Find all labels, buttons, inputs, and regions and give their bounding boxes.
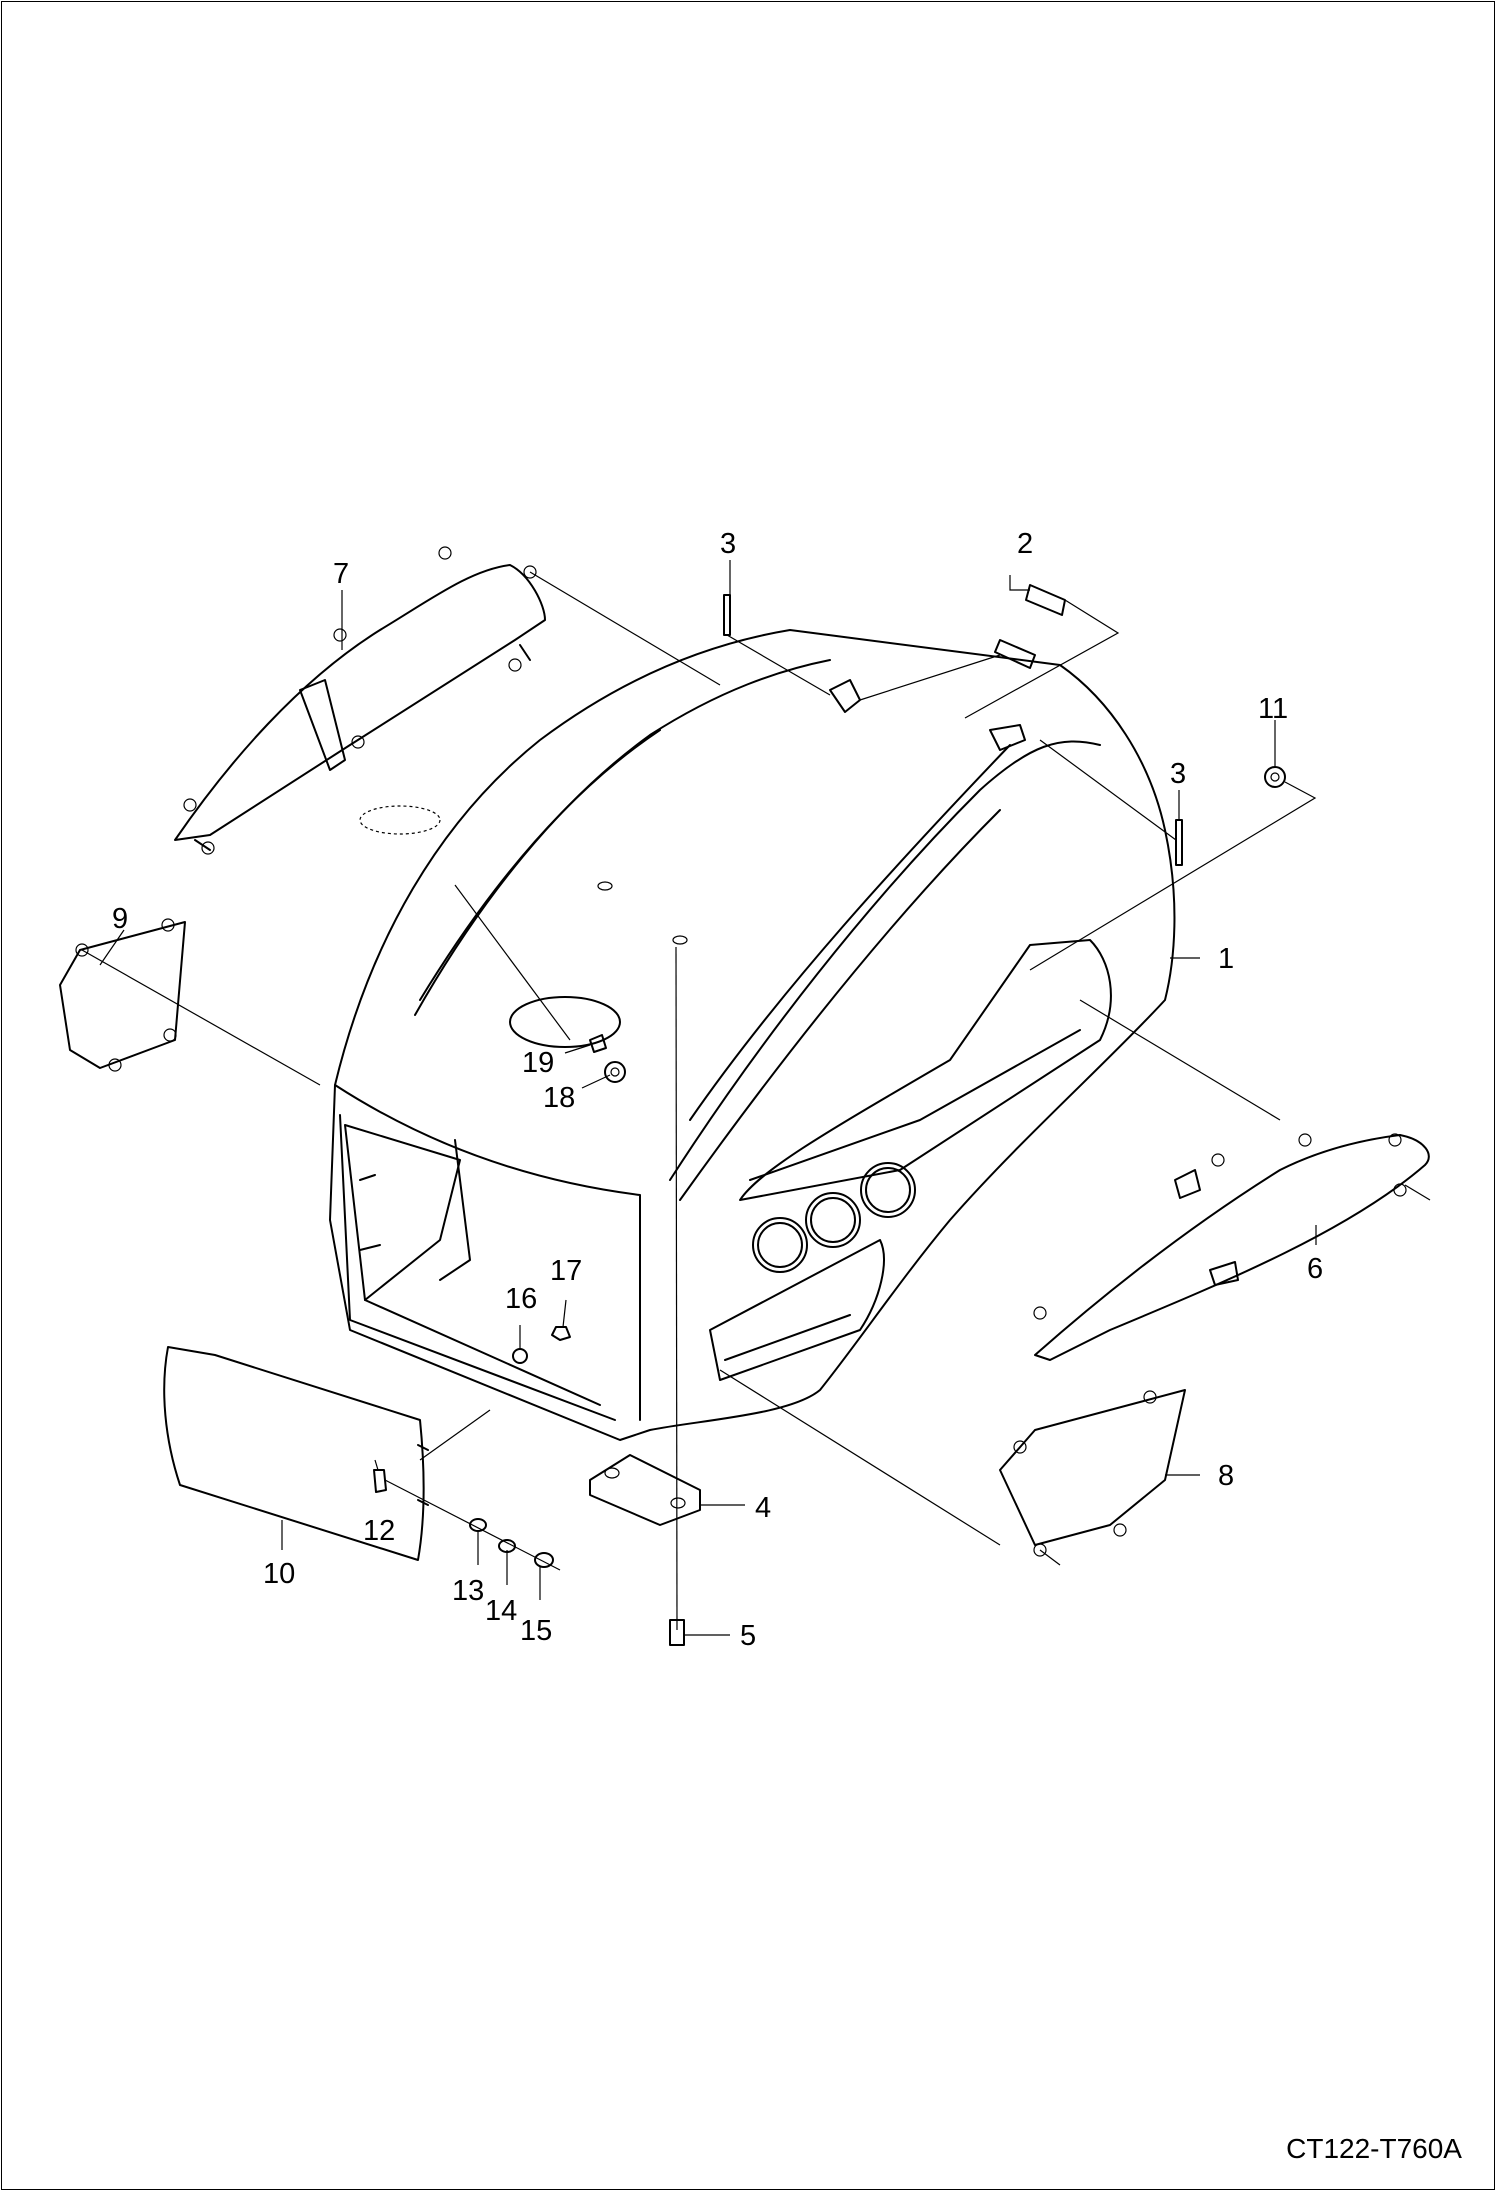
fasteners	[373, 584, 1286, 1646]
callout-15: 15	[520, 1615, 552, 1647]
part-hood	[329, 629, 1176, 1441]
callout-12: 12	[363, 1515, 395, 1547]
part-front-lower-panel	[163, 1346, 429, 1561]
part-panel-left-front	[59, 918, 186, 1072]
callout-19: 19	[522, 1047, 554, 1079]
drawing-code: CT122-T760A	[1286, 2133, 1462, 2164]
callouts: 1 2 3 3 4 5 6 7 8 9 10 11 12 13 14 15 16…	[112, 528, 1323, 1652]
callout-5: 5	[740, 1620, 756, 1652]
callout-6: 6	[1307, 1253, 1323, 1285]
callout-9: 9	[112, 903, 128, 935]
part-side-cover-upper-left	[174, 546, 546, 855]
callout-2: 2	[1017, 528, 1033, 560]
callout-13: 13	[452, 1575, 484, 1607]
callout-1: 1	[1218, 943, 1234, 975]
callout-8: 8	[1218, 1460, 1234, 1492]
part-bracket	[589, 1454, 701, 1526]
callout-7: 7	[333, 558, 349, 590]
callout-11: 11	[1258, 693, 1288, 725]
callout-16: 16	[505, 1283, 537, 1315]
part-side-cover-right	[1033, 1133, 1430, 1361]
callout-3a: 3	[720, 528, 736, 560]
assembly-lines	[81, 560, 1431, 1636]
callout-4: 4	[755, 1492, 771, 1524]
callout-17: 17	[550, 1255, 582, 1287]
callout-14: 14	[485, 1595, 517, 1627]
callout-3b: 3	[1170, 758, 1186, 790]
part-panel-right-front	[999, 1389, 1186, 1557]
callout-18: 18	[543, 1082, 575, 1114]
callout-10: 10	[263, 1558, 295, 1590]
